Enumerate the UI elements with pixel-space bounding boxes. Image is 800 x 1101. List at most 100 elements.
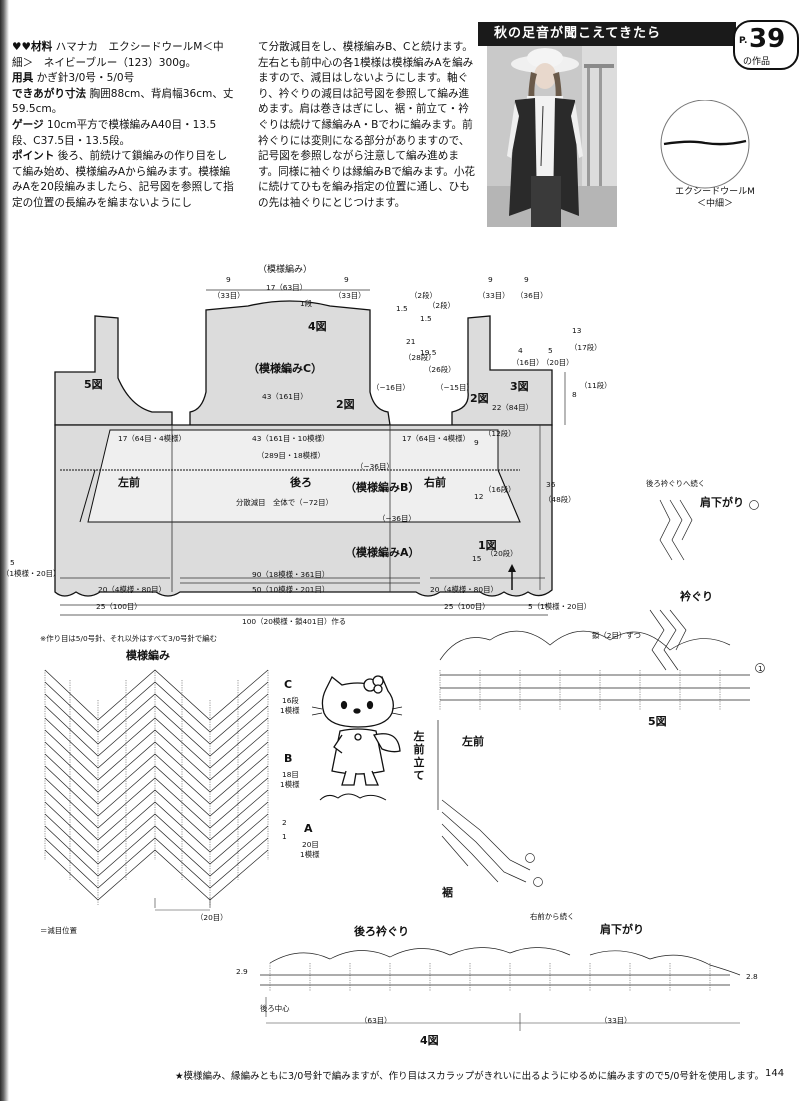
fig5-left-front: 左前: [462, 735, 484, 748]
schem-dim-12: 12: [474, 492, 484, 501]
instructions-continued: て分散減目をし、模様編みB、Cと続けます。左右とも前中心の各1模様は模様編みAを…: [258, 40, 476, 212]
fig5-stitch-chart: [437, 499, 765, 887]
schem-width-90: 90（18模様・361目）: [252, 570, 330, 579]
schem-armhole-r: （−15目）: [436, 383, 474, 392]
schem-dim-16: （16目）: [512, 358, 544, 367]
fig5-left-front-band: 左前立て: [413, 730, 425, 782]
schem-dim-4: 4: [518, 346, 523, 355]
cat-character-illustration: [312, 675, 403, 786]
schem-fig1: 1図: [478, 539, 497, 552]
binding-shadow: [0, 0, 9, 1101]
schem-dim-17rows: （17段）: [570, 343, 602, 352]
chart-a: A: [304, 822, 313, 835]
schem-dim-36: 36: [546, 480, 556, 489]
schem-armhole-l: （−16目）: [372, 383, 410, 392]
section-title: 秋の足音が聞こえてきたら: [478, 22, 736, 46]
schem-front-shoulder: 9: [488, 275, 493, 284]
fig4-right-front-cont: 右前から続く: [530, 912, 575, 921]
fig5-shoulder: 肩下がり: [700, 496, 744, 509]
schem-dec-43: 43（161目・10模様）: [252, 434, 330, 443]
chart-c-rows: 16段: [282, 696, 299, 705]
schem-cast-on: 100（20模様・鎖401目）作る: [242, 617, 347, 626]
schem-dim-15c: 15: [472, 554, 482, 563]
chart-dec-pos: ＝減目位置: [40, 926, 77, 935]
schem-back-width: 43（161目）: [262, 392, 308, 401]
schem-dim-2rows-b: （2段）: [428, 301, 455, 310]
footer-note: ★模様編み、縁編みともに3/0号針で編みますが、作り目はスカラップがきれいに出る…: [175, 1071, 764, 1082]
schem-distributed: 分散減目 全体で（−72目）: [236, 498, 333, 507]
schem-dec-17: 17（64目・4模様）: [118, 434, 186, 443]
schem-width-20r: 20（4模様・80目）: [430, 585, 498, 594]
schem-fig2a: 2図: [336, 398, 355, 411]
page-prefix: P.: [739, 36, 748, 46]
schem-dim-22: 22（84目）: [492, 403, 533, 412]
yarn-weight: ＜中細＞: [696, 199, 733, 209]
schem-dim-15b: 1.5: [420, 314, 432, 323]
schem-dim-5l2: （1模様・20目）: [2, 569, 61, 578]
schem-right-front: 右前: [424, 476, 446, 489]
schem-fig5: 5図: [84, 378, 103, 391]
chart-b-rows: 18目: [282, 770, 299, 779]
schem-back-neck: 17（63目）: [266, 283, 307, 292]
schem-dim-15: 1.5: [396, 304, 408, 313]
chart-title: 模様編み: [126, 649, 170, 662]
yarn-name: エクシードウールM: [675, 187, 755, 197]
pattern-stitch-chart: [44, 669, 269, 911]
schem-back-shoulder-l2: （33目）: [213, 291, 245, 300]
chart-note: ※作り目は5/0号針、それ以外はすべて3/0号針で編む: [40, 634, 217, 643]
label-size: できあがり寸法: [12, 87, 87, 100]
fig4-back-center: 後ろ中心: [260, 1004, 290, 1013]
chart-row-mark1: 1: [282, 832, 287, 841]
fig5-back-neck-cont: 後ろ衿ぐりへ続く: [646, 479, 706, 488]
fig5-mark: 1: [758, 664, 763, 673]
schem-back-neck-rows: 1段: [300, 299, 313, 308]
schem-dim-5l: 5: [10, 558, 15, 567]
size-text: 胸囲88cm、背肩幅36cm、丈59.5cm。: [12, 87, 234, 116]
chart-b-rep: 1模様: [280, 780, 300, 789]
schem-dec-17b: 17（64目・4模様）: [402, 434, 470, 443]
schem-width-50: 50（10模様・201目）: [252, 585, 330, 594]
schem-pattern-a: （模様編みA）: [345, 546, 420, 559]
page-reference-badge: P. 39 の作品: [733, 20, 799, 70]
schem-dim-5r: 5（1模様・20目）: [528, 602, 592, 611]
chart-b: B: [284, 752, 293, 765]
schem-dim-195: 19.5: [420, 348, 437, 357]
materials-text: ハマナカ エクシードウールM＜中細＞ ネイビーブルー（123）300g。: [12, 41, 224, 69]
schem-front-shoulder2: （33目）: [478, 291, 510, 300]
label-tools: 用具: [12, 72, 34, 85]
label-materials: ♥♥材料: [12, 41, 53, 53]
cloud-illustration: [319, 793, 387, 801]
schem-dim-11: （11段）: [580, 381, 612, 390]
schem-fig2b: 2図: [470, 392, 489, 405]
fig5-armhole: 衿ぐり: [680, 590, 713, 603]
schem-dim-9: 9: [474, 438, 479, 447]
chart-width: （20目）: [196, 913, 228, 922]
fig4-label: 4図: [420, 1034, 439, 1047]
fig4-back-neck: 後ろ衿ぐり: [354, 925, 409, 938]
yarn-swatch: [660, 100, 750, 189]
schem-back-shoulder-l: 9: [226, 275, 231, 284]
materials-block: ♥♥材料 ハマナカ エクシードウールM＜中細＞ ネイビーブルー（123）300g…: [12, 40, 234, 212]
page-ref-number: 39: [749, 24, 786, 54]
model-photo: [487, 46, 617, 227]
schem-dec-36a: （−36目）: [356, 462, 394, 471]
fig5-label: 5図: [648, 715, 667, 728]
chart-a-rows: 20目: [302, 840, 319, 849]
fig4-w33: （33目）: [600, 1016, 632, 1025]
schem-left-front: 左前: [118, 476, 140, 489]
chart-row-mark2: 2: [282, 818, 287, 827]
schem-dim-16rows: （16段）: [484, 485, 516, 494]
schem-dim-2rows: （2段）: [410, 291, 437, 300]
schem-fig3: 3図: [510, 380, 529, 393]
schem-dim-21: 21: [406, 337, 416, 346]
tools-text: かぎ針3/0号・5/0号: [36, 72, 135, 85]
schem-dim-28: （28段）: [404, 353, 436, 362]
fig5-hem: 裾: [442, 886, 453, 899]
schem-pattern-b: （模様編みB）: [345, 481, 420, 494]
schem-width-20l: 20（4模様・80目）: [98, 585, 166, 594]
schem-back: 後ろ: [290, 476, 312, 489]
schem-dim-13: 13: [572, 326, 582, 335]
schem-dim-8: 8: [572, 390, 577, 399]
instructions-text: て分散減目をし、模様編みB、Cと続けます。左右とも前中心の各1模様は模様編みAを…: [258, 41, 476, 209]
yarn-label: エクシードウールM ＜中細＞: [650, 186, 780, 210]
